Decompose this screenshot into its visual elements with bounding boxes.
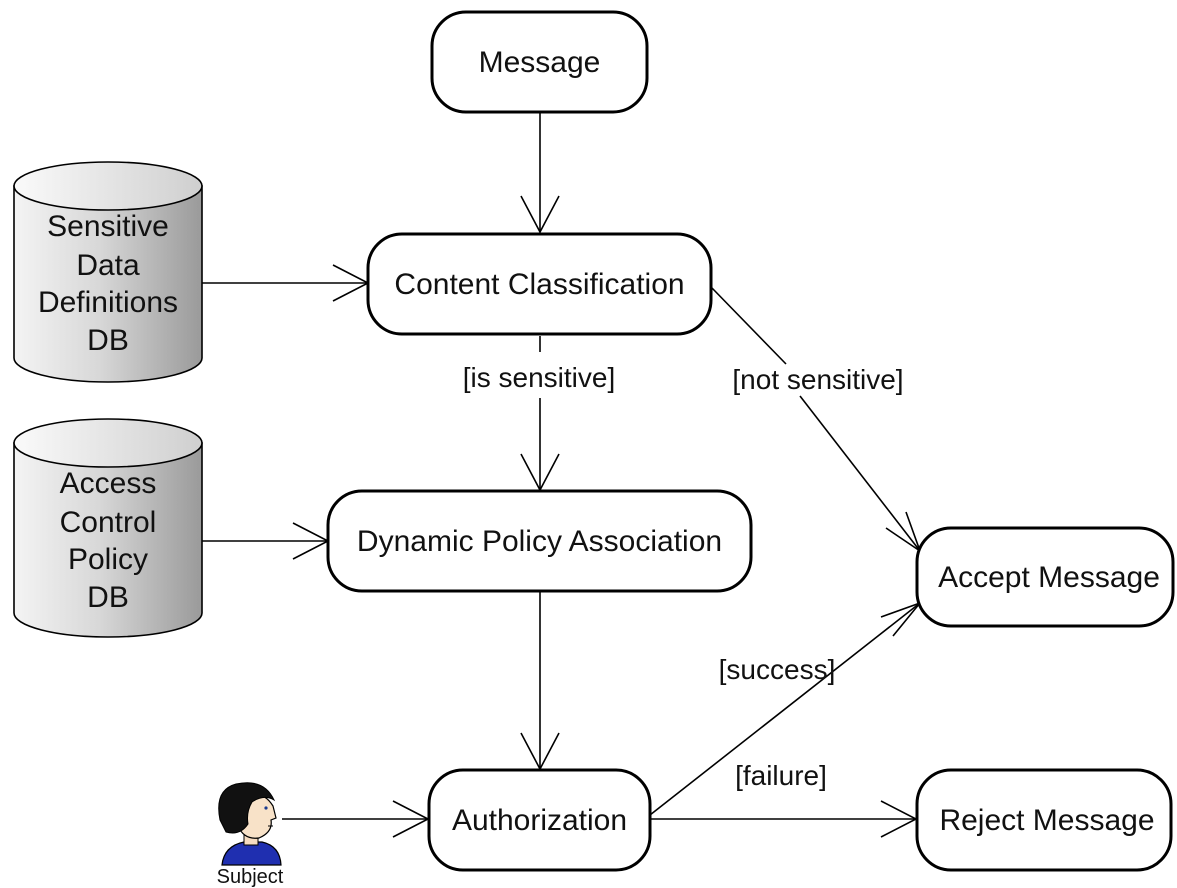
database-label-line: Access xyxy=(60,467,157,500)
guard-not-sensitive: [not sensitive] xyxy=(732,364,903,395)
node-authorization: Authorization xyxy=(427,768,652,872)
node-reject-message: Reject Message xyxy=(915,768,1173,872)
guard-failure: [failure] xyxy=(735,760,827,791)
database-label-line: Definitions xyxy=(38,286,178,319)
database-label-line: Sensitive xyxy=(47,210,169,243)
edge-authorization-to-accept xyxy=(649,602,921,816)
node-reject-message-label: Reject Message xyxy=(939,804,1154,837)
node-dynamic-policy-association-label: Dynamic Policy Association xyxy=(357,525,722,558)
node-content-classification: Content Classification xyxy=(366,232,713,336)
edges xyxy=(202,112,923,838)
database-access-control: Access Control Policy DB xyxy=(13,418,203,638)
database-label-line: Data xyxy=(76,249,140,282)
database-top xyxy=(13,418,203,468)
edge-classification-to-accept xyxy=(711,287,787,365)
database-sensitive-data: Sensitive Data Definitions DB xyxy=(13,161,203,383)
node-accept-message-label: Accept Message xyxy=(938,561,1160,594)
database-body xyxy=(13,442,203,638)
node-authorization-label: Authorization xyxy=(452,804,627,837)
database-label-line: DB xyxy=(87,324,129,357)
node-content-classification-label: Content Classification xyxy=(394,268,684,301)
database-label-line: Control xyxy=(60,506,157,539)
node-dynamic-policy-association: Dynamic Policy Association xyxy=(326,489,753,593)
database-body xyxy=(13,185,203,383)
database-label-line: Policy xyxy=(68,543,148,576)
arrowhead xyxy=(520,195,560,234)
database-top xyxy=(13,161,203,211)
node-accept-message: Accept Message xyxy=(915,526,1175,628)
person-icon xyxy=(218,782,282,866)
node-message-label: Message xyxy=(479,46,601,79)
database-label-line: DB xyxy=(87,581,129,614)
guard-is-sensitive: [is sensitive] xyxy=(463,362,616,393)
actor-label: Subject xyxy=(217,866,284,888)
edge-classification-to-accept-lower xyxy=(799,395,921,552)
node-message: Message xyxy=(430,10,649,114)
guard-success: [success] xyxy=(719,654,836,685)
